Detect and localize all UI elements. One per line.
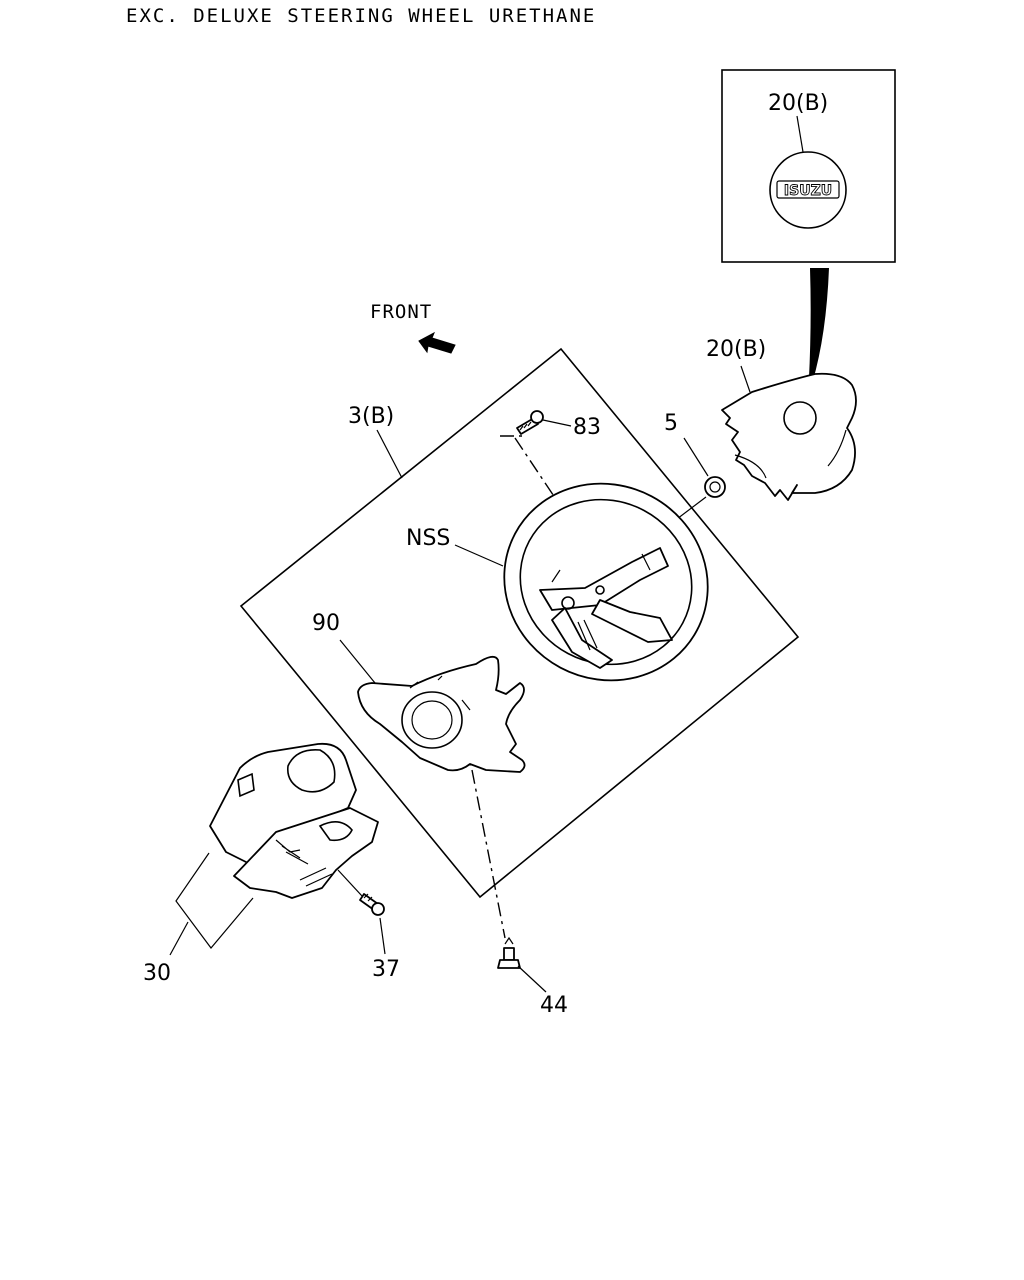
leader-assembly	[376, 429, 403, 479]
assembly-3b-boundary	[239, 347, 800, 899]
leader-horn-pad	[740, 365, 751, 393]
emblem-badge	[776, 180, 840, 199]
combination-switch-30	[209, 742, 379, 899]
screw-83	[516, 410, 544, 435]
label-switch-30: 30	[143, 961, 171, 986]
inset-emblem-detail: 20(B) ISUZU	[721, 69, 896, 263]
leader-screw-37	[379, 917, 386, 955]
front-arrow-icon	[418, 331, 456, 354]
leader-switch-30-tail	[169, 921, 189, 956]
lower-cover-90	[357, 655, 526, 773]
axis-screw-44	[471, 769, 506, 939]
label-screw-83: 83	[573, 415, 601, 440]
front-label: FRONT	[370, 301, 432, 323]
leader-nut-5	[683, 437, 709, 477]
leader-cover-90	[339, 639, 376, 684]
leader-switch-30	[175, 852, 254, 949]
nut-5	[704, 476, 726, 498]
label-screw-44: 44	[540, 993, 568, 1018]
label-nut-5: 5	[664, 411, 678, 436]
leader-nss	[454, 544, 504, 567]
label-assembly: 3(B)	[348, 404, 394, 429]
inset-leader	[796, 115, 804, 153]
leader-screw-83	[542, 419, 572, 427]
label-nss: NSS	[406, 526, 450, 551]
inset-frame	[721, 69, 896, 263]
label-cover-90: 90	[312, 611, 340, 636]
horn-pad-center-hole	[783, 401, 817, 435]
screw-37	[359, 893, 385, 916]
leader-screw-44	[517, 965, 547, 993]
diagram-title: EXC. DELUXE STEERING WHEEL URETHANE	[126, 5, 596, 27]
emblem-disc	[769, 151, 847, 229]
label-screw-37: 37	[372, 957, 400, 982]
axis-screw-37	[337, 869, 363, 897]
screw-44	[497, 936, 521, 969]
horn-pad	[721, 372, 857, 501]
isuzu-logo: ISUZU	[784, 183, 832, 199]
label-horn-pad: 20(B)	[706, 337, 766, 362]
detail-pointer	[808, 268, 829, 396]
steering-wheel	[503, 482, 709, 682]
inset-part-label: 20(B)	[768, 91, 828, 116]
